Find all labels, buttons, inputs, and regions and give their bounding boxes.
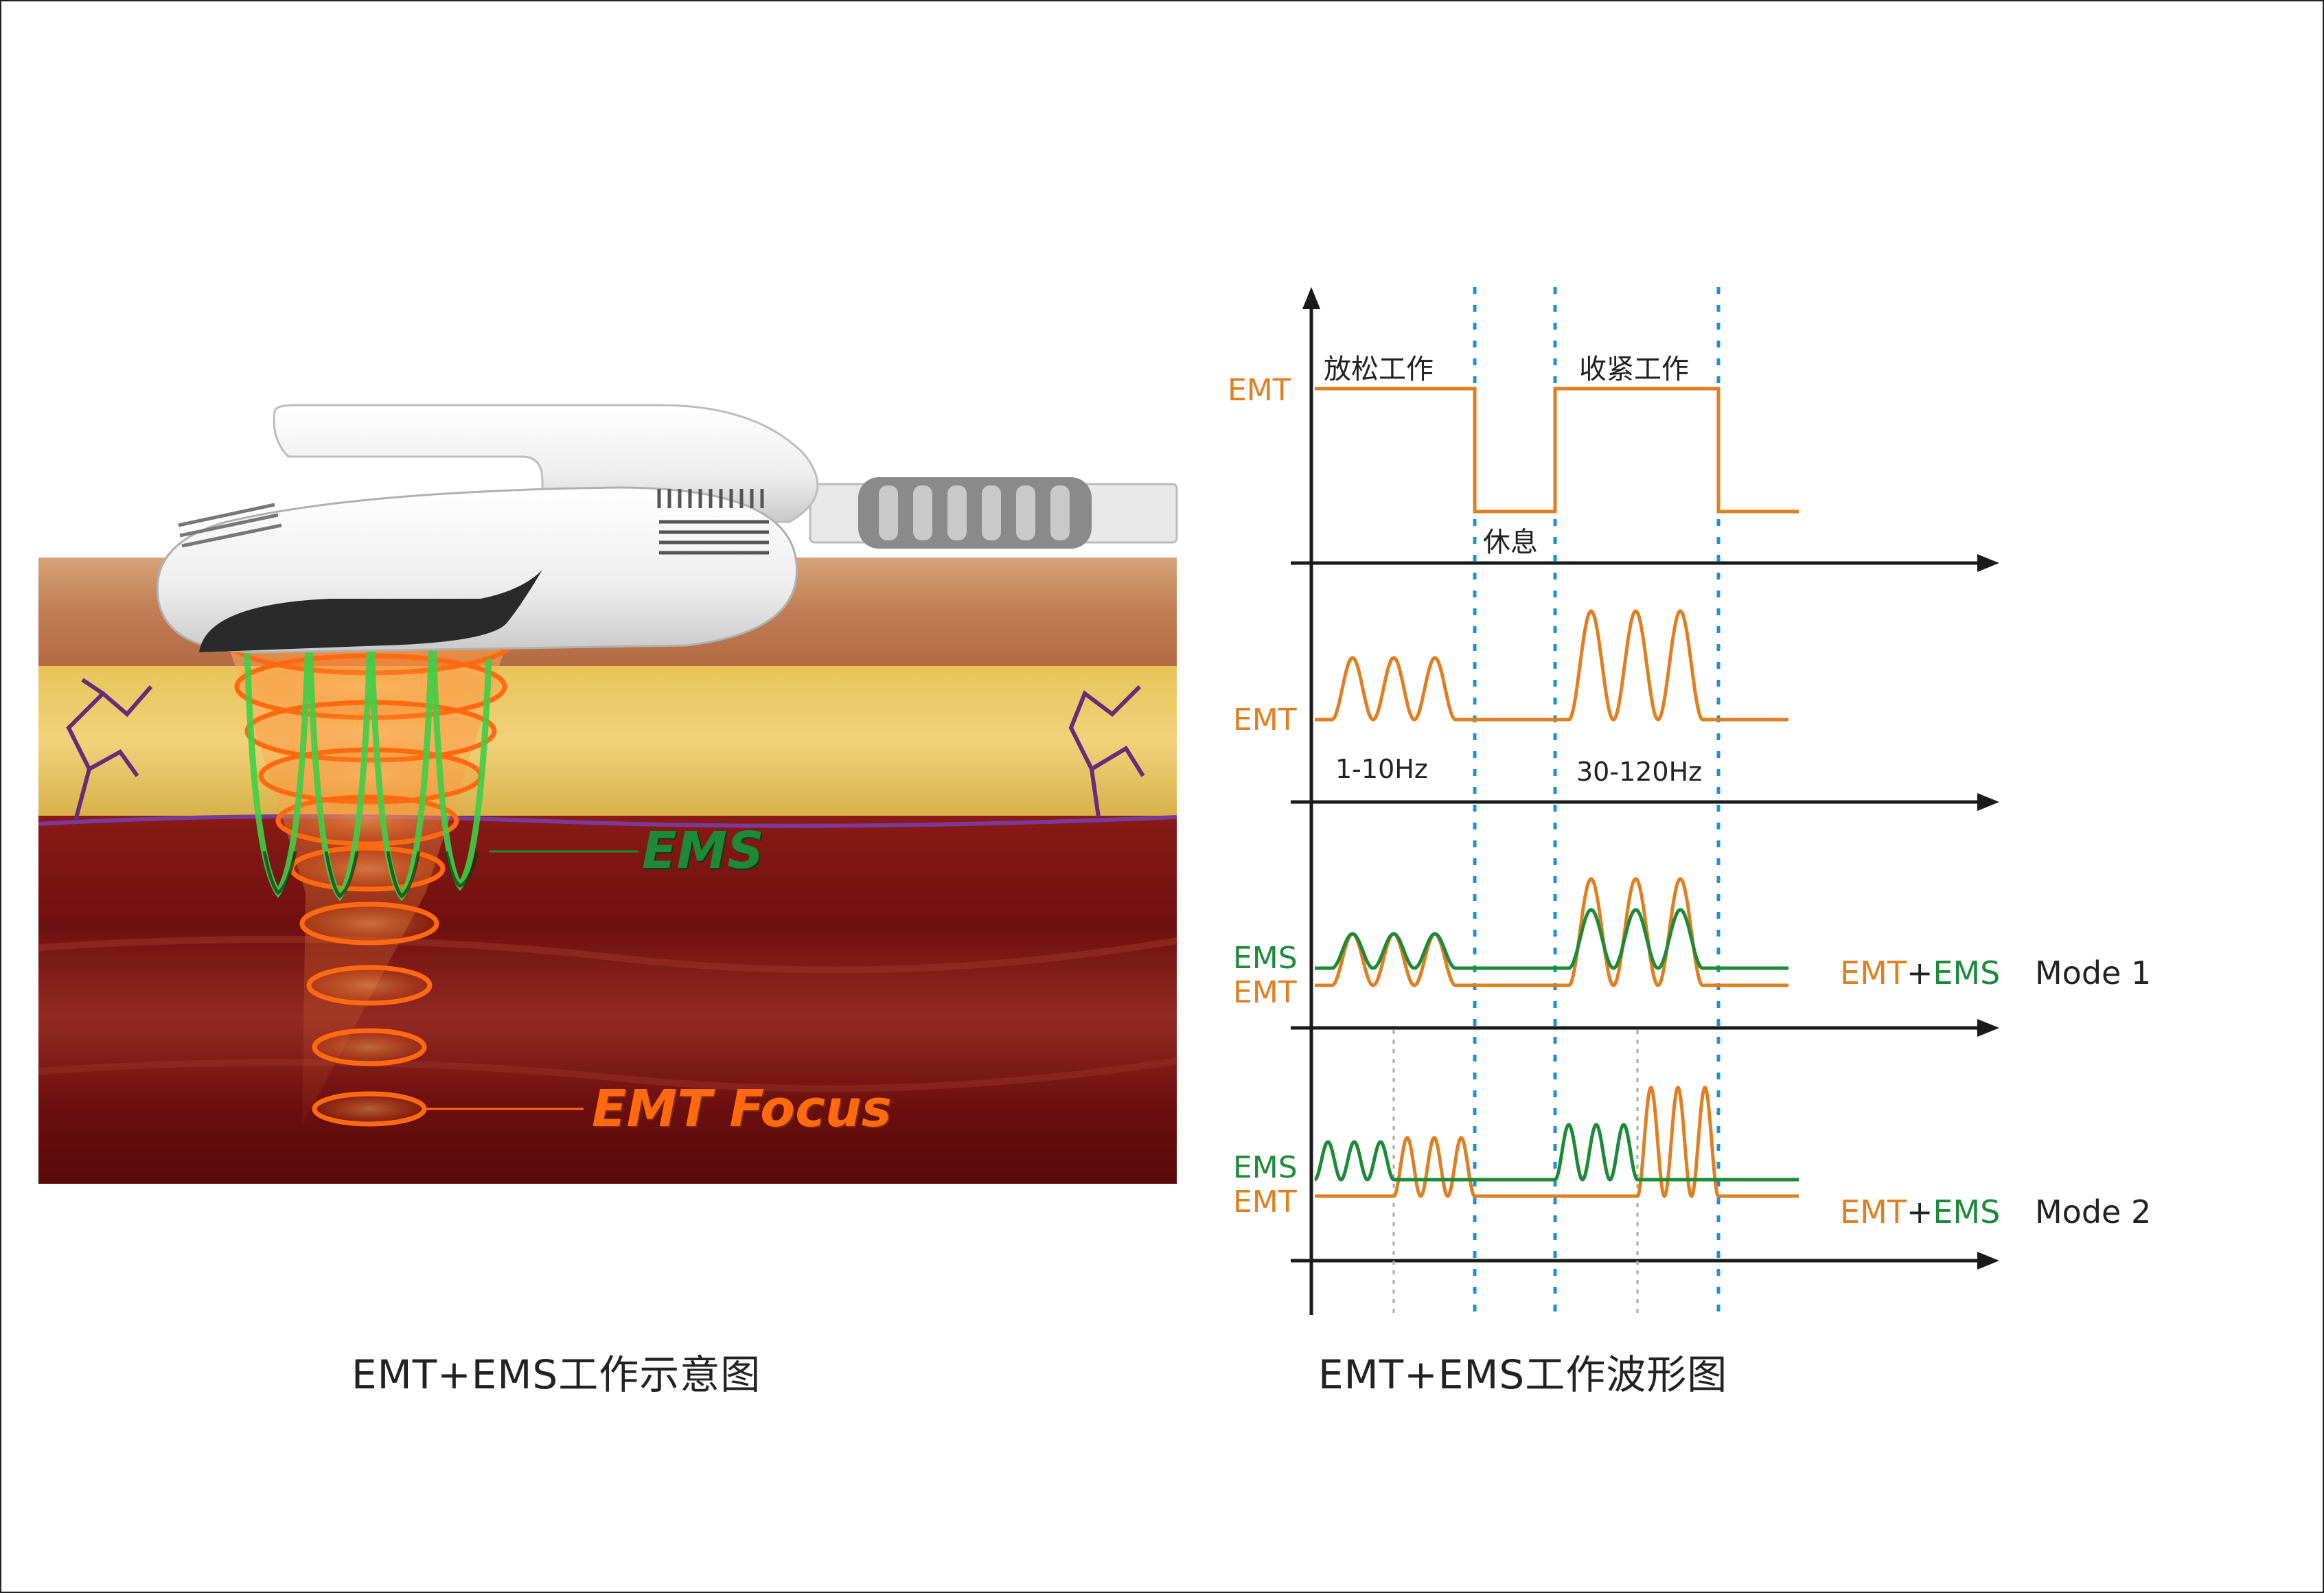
mode2-name: Mode 2 xyxy=(2034,1193,2152,1230)
row3-emt-label: EMT xyxy=(1233,975,1297,1010)
x-axis-arrows xyxy=(1977,554,1999,1270)
row4-emt-label: EMT xyxy=(1233,1184,1297,1219)
waveform-chart xyxy=(1291,287,1999,1315)
mode1-ems-wave xyxy=(1315,908,1788,970)
muscle-layer xyxy=(38,816,1177,1184)
mode1-legend: EMT+EMS Mode 1 xyxy=(1840,954,2151,992)
emt-focus-ring xyxy=(312,1091,427,1127)
emt-ring xyxy=(306,965,433,1006)
mode1-emt-text: EMT xyxy=(1840,954,1907,992)
mode2-legend: EMT+EMS Mode 2 xyxy=(1840,1193,2151,1230)
emt-frequency-wave xyxy=(1315,609,1788,722)
row2-emt-label: EMT xyxy=(1233,702,1297,737)
y-axis-arrow xyxy=(1302,287,1320,309)
mode1-ems-text: EMS xyxy=(1933,954,2001,992)
emt-ring xyxy=(289,845,446,892)
blood-vessel-left xyxy=(66,678,153,821)
row3-ems-label: EMS xyxy=(1233,941,1298,976)
rest-phase-label: 休息 xyxy=(1483,527,1538,558)
mode2-emt-text: EMT xyxy=(1840,1193,1907,1230)
sub-dividers xyxy=(1392,1030,1639,1315)
left-caption: EMT+EMS工作示意图 xyxy=(352,1351,761,1398)
blood-vessel-right xyxy=(1068,685,1145,818)
device-applicator xyxy=(199,570,542,652)
row1-emt-label: EMT xyxy=(1228,373,1291,408)
tighten-phase-label: 收紧工作 xyxy=(1579,354,1689,385)
mode2-ems-wave xyxy=(1314,1123,1799,1182)
emt-ring xyxy=(299,902,439,946)
mode1-plus-text: + xyxy=(1906,954,1933,992)
emt-ring xyxy=(258,747,483,805)
emt-square-wave xyxy=(1315,387,1799,514)
handpiece-device xyxy=(156,404,1178,654)
mode2-plus-text: + xyxy=(1906,1193,1933,1230)
relax-phase-label: 放松工作 xyxy=(1324,354,1434,385)
emt-focus-callout-label: EMT Focus xyxy=(592,1079,892,1138)
ems-callout-label: EMS xyxy=(642,821,764,880)
mode1-emt-wave xyxy=(1315,877,1788,987)
low-frequency-label: 1-10Hz xyxy=(1335,754,1428,784)
vent-icon xyxy=(178,503,282,548)
emt-ring xyxy=(312,1028,427,1066)
vent-icon xyxy=(659,520,769,555)
fascia-line xyxy=(38,814,1177,828)
row4-ems-label: EMS xyxy=(1233,1150,1298,1185)
emt-ring xyxy=(275,794,459,847)
mode2-emt-wave xyxy=(1315,1086,1799,1198)
right-caption: EMT+EMS工作波形图 xyxy=(1318,1351,1728,1398)
vent-icon xyxy=(657,489,764,508)
high-frequency-label: 30-120Hz xyxy=(1576,757,1703,787)
mode1-name: Mode 1 xyxy=(2034,954,2152,992)
mode2-ems-text: EMS xyxy=(1933,1193,2001,1230)
fat-layer xyxy=(38,666,1177,817)
